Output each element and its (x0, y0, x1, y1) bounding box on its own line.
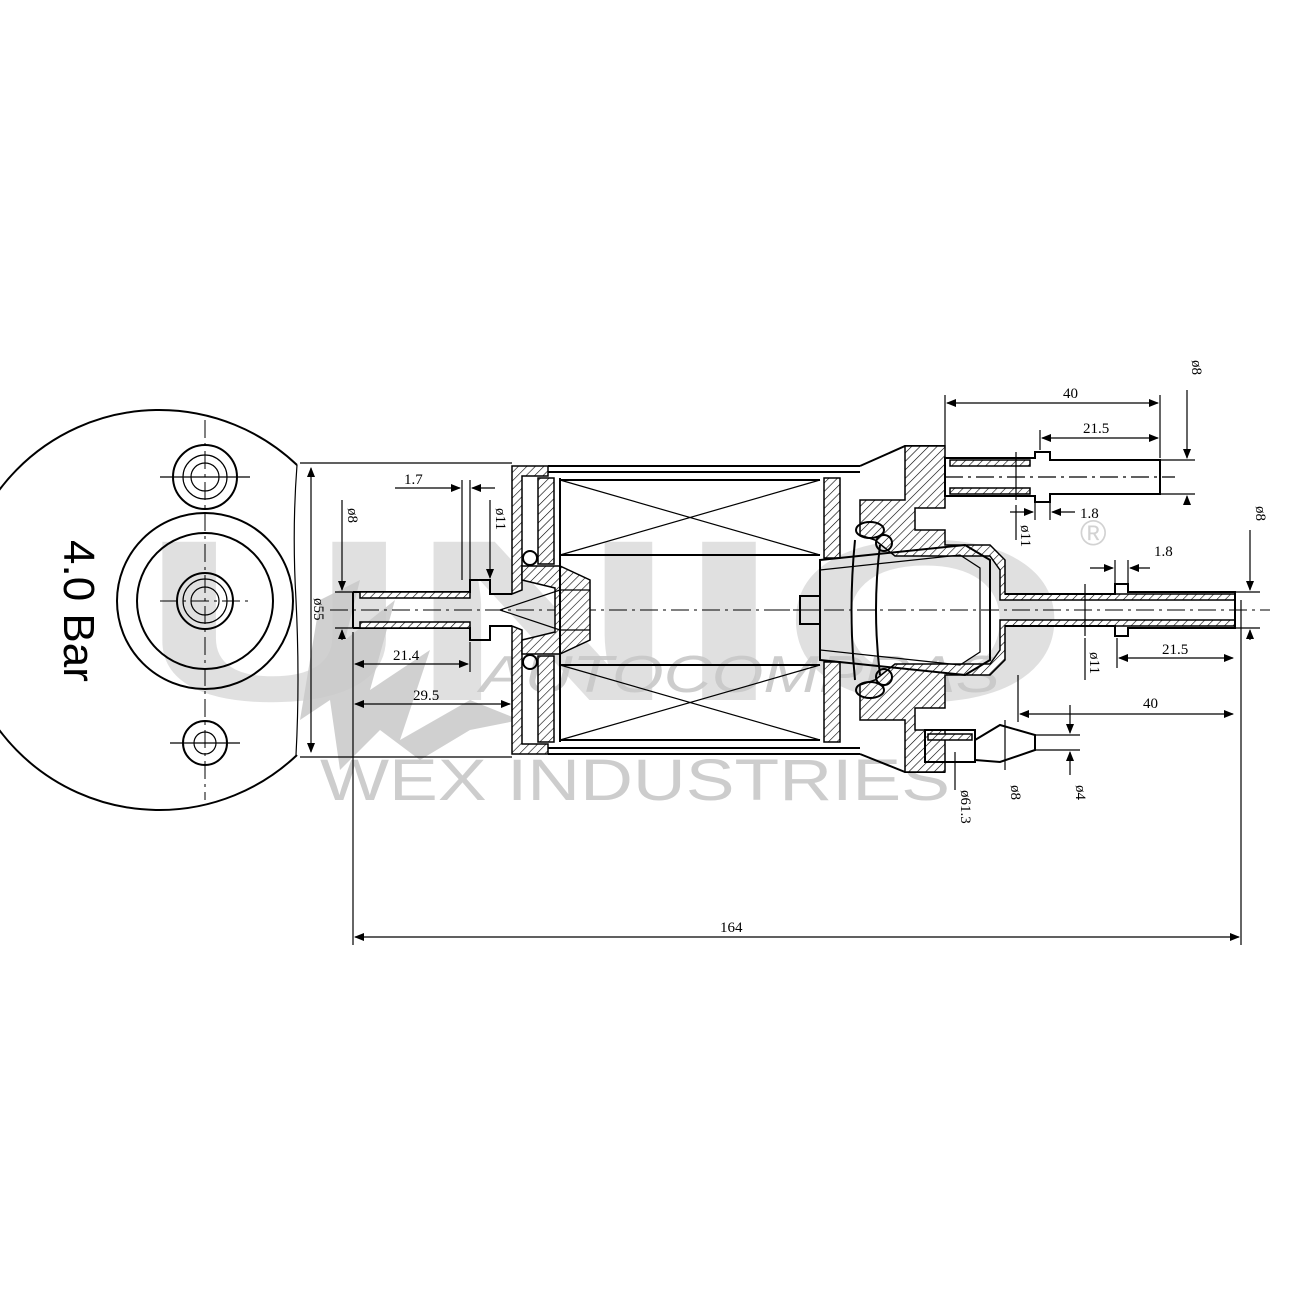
dim-phi11-top: ø11 (1017, 525, 1033, 547)
pressure-label: 4.0 Bar (54, 540, 103, 682)
dim-phi11-right: ø11 (1086, 652, 1102, 674)
dim-164: 164 (720, 920, 743, 936)
top-outlet-pipe (944, 451, 1175, 503)
dim-phi61-3: ø61.3 (957, 790, 973, 824)
dim-phi11-inlet: ø11 (492, 508, 508, 530)
end-view: 4.0 Bar (0, 409, 299, 811)
dim-40-top: 40 (1063, 386, 1078, 402)
dim-phi8-top: ø8 (1188, 360, 1204, 375)
watermark-registered: ® (1080, 512, 1107, 553)
dim-phi55: ø55 (310, 598, 326, 621)
dim-phi8-inlet: ø8 (344, 508, 360, 523)
dim-1-7: 1.7 (404, 472, 423, 488)
dim-40-bottom: 40 (1143, 696, 1158, 712)
filter-section-view (330, 445, 1270, 773)
dim-phi4-bottom: ø4 (1072, 785, 1088, 801)
filter-element (537, 477, 841, 743)
dimensions: ø55 ø8 1.7 ø11 21.4 29.5 40 21.5 (300, 360, 1268, 945)
dim-1-8-top: 1.8 (1080, 506, 1099, 522)
dim-21-5-right: 21.5 (1162, 642, 1188, 658)
dim-21-5-top: 21.5 (1083, 421, 1109, 437)
dim-phi8-bottom: ø8 (1007, 785, 1023, 800)
watermark-line3: WEX INDUSTRIES (320, 748, 950, 813)
dim-1-8-right: 1.8 (1154, 544, 1173, 560)
dim-phi8-right: ø8 (1252, 506, 1268, 521)
watermark-swoosh-icon (300, 580, 520, 770)
return-port (924, 723, 1036, 764)
dim-21-4: 21.4 (393, 648, 420, 664)
right-outlet-pipe (1005, 583, 1236, 637)
dim-29-5: 29.5 (413, 688, 439, 704)
